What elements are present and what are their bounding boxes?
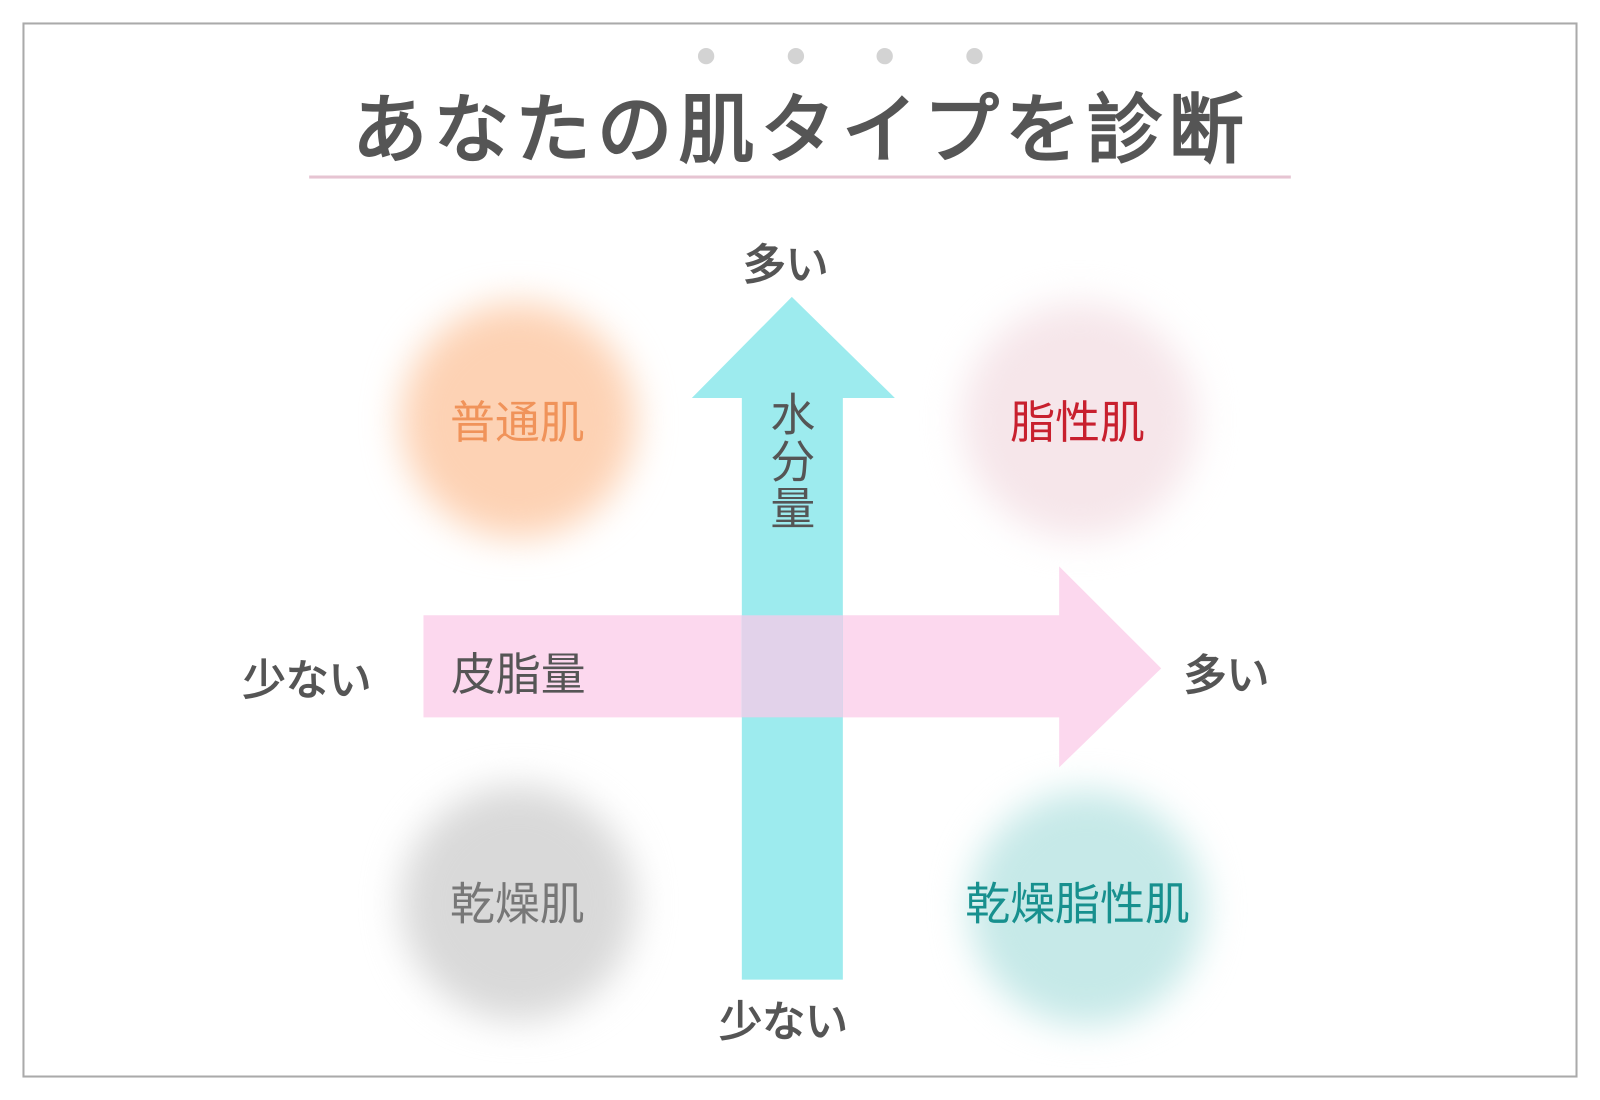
frame-border xyxy=(22,22,1578,1078)
decor-dot xyxy=(697,47,715,65)
glow-oily xyxy=(962,303,1197,538)
vertical-high-label: 多い xyxy=(742,239,829,290)
glow-dry xyxy=(401,785,636,1021)
vertical-low-label: 少ない xyxy=(719,996,848,1047)
title-underline xyxy=(309,175,1291,179)
glow-normal xyxy=(401,303,636,538)
decor-dot xyxy=(966,47,983,65)
horizontal-low-label: 少ない xyxy=(242,655,372,706)
quadrant-dry-skin: 乾燥肌 xyxy=(449,878,585,931)
quadrant-combination-skin: 乾燥脂性肌 xyxy=(965,878,1190,931)
quadrant-oily-skin: 脂性肌 xyxy=(1010,396,1145,449)
arrow-overlap xyxy=(741,615,843,718)
decor-dot xyxy=(876,47,893,65)
decor-dot xyxy=(787,47,805,65)
page-title: あなたの肌タイプを診断 xyxy=(352,86,1250,175)
horizontal-high-label: 多い xyxy=(1183,649,1270,700)
glow-combination xyxy=(969,790,1205,1026)
vertical-axis-name: 水分量 xyxy=(770,389,816,536)
horizontal-axis-name: 皮脂量 xyxy=(451,648,586,702)
quadrant-normal-skin: 普通肌 xyxy=(449,396,585,449)
